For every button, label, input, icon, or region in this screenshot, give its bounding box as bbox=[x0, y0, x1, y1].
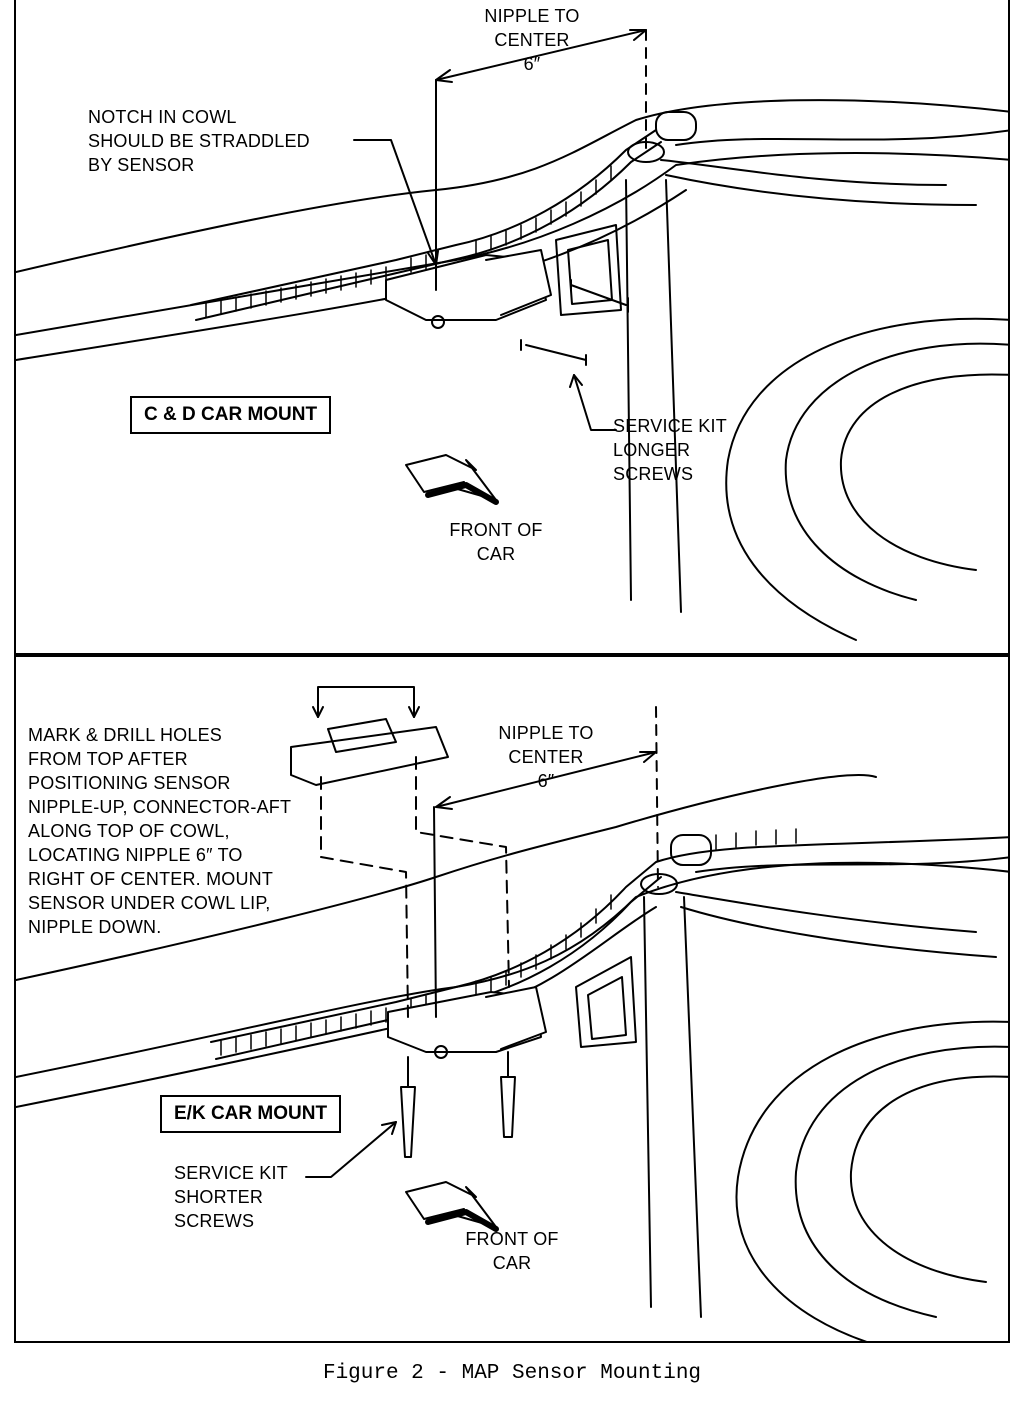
longer-screw-1 bbox=[520, 339, 587, 366]
pivot-column-right bbox=[683, 896, 702, 1318]
screws-leader-arrow bbox=[569, 374, 583, 388]
bottom-panel-ek-mount: MARK & DRILL HOLES FROM TOP AFTER POSITI… bbox=[14, 655, 1010, 1343]
service-kit-shorter-screws-label: SERVICE KIT SHORTER SCREWS bbox=[174, 1163, 288, 1231]
cowl-lower-edge bbox=[16, 152, 1008, 336]
ek-car-mount-box: E/K CAR MOUNT bbox=[160, 1095, 342, 1133]
air-cleaner-inner bbox=[839, 373, 1008, 571]
map-sensor-nipple bbox=[431, 315, 445, 329]
drill-bracket-arrows bbox=[312, 706, 420, 718]
map-sensor-connector bbox=[485, 249, 552, 316]
air-cleaner-outer bbox=[735, 1020, 1008, 1341]
wiper-arm-2 bbox=[675, 129, 1008, 146]
nipple-to-center-label-bottom: NIPPLE TO CENTER 6″ bbox=[498, 723, 594, 791]
cowl-rib-band bbox=[210, 836, 1008, 1043]
fender-vent bbox=[575, 956, 637, 1048]
cowl-lip bbox=[16, 189, 687, 361]
top-panel-cd-mount: NIPPLE TO CENTER 6″ NOTCH IN COWL SHOULD… bbox=[14, 0, 1010, 655]
front-of-car-label-top: FRONT OF CAR bbox=[449, 520, 543, 564]
cowl-ribs bbox=[220, 828, 797, 1056]
map-sensor-nipple bbox=[434, 1045, 448, 1059]
cd-mount-illustration bbox=[16, 29, 1008, 641]
dimension-line bbox=[435, 29, 647, 81]
pivot-cap bbox=[655, 111, 697, 141]
dimension-arrow-right bbox=[639, 751, 657, 763]
figure-caption: Figure 2 - MAP Sensor Mounting bbox=[322, 1362, 702, 1385]
fender-vent bbox=[555, 224, 622, 316]
service-kit-longer-screws-label: SERVICE KIT LONGER SCREWS bbox=[613, 416, 727, 484]
cowl-rib-band-2 bbox=[195, 141, 662, 321]
shorter-screw-2 bbox=[500, 1051, 516, 1138]
air-cleaner-outer bbox=[725, 317, 1008, 641]
pivot-cap bbox=[670, 834, 712, 866]
drill-line-left bbox=[320, 776, 409, 1018]
notch-leader-arrow bbox=[427, 250, 439, 266]
screws-leader-line bbox=[573, 374, 617, 431]
cd-car-mount-box: C & D CAR MOUNT bbox=[130, 396, 332, 434]
dimension-arrow-left bbox=[435, 69, 453, 83]
front-of-car-label-bottom: FRONT OF CAR bbox=[465, 1229, 559, 1273]
pivot-column-right bbox=[665, 179, 682, 613]
nipple-to-center-label-top: NIPPLE TO CENTER 6″ bbox=[484, 6, 580, 74]
pivot-nut bbox=[640, 873, 678, 895]
screws-leader-line bbox=[305, 1121, 397, 1178]
drill-line-right bbox=[415, 756, 510, 988]
cowl-lower-edge bbox=[16, 861, 1008, 1078]
screws-leader-arrow bbox=[381, 1121, 397, 1135]
map-sensor-connector bbox=[485, 986, 547, 1050]
dimension-line bbox=[435, 751, 657, 808]
notch-label: NOTCH IN COWL SHOULD BE STRADDLED BY SEN… bbox=[88, 107, 310, 175]
air-cleaner-mid bbox=[784, 342, 1008, 601]
cowl-ribs bbox=[205, 165, 612, 318]
wiper-arm bbox=[675, 891, 997, 958]
shorter-screw-1 bbox=[400, 1056, 416, 1158]
cowl-upper-edge bbox=[16, 99, 1008, 273]
fender-vent-inner bbox=[587, 976, 627, 1040]
dimension-arrow-left bbox=[435, 796, 453, 810]
wiper-arm-2 bbox=[695, 856, 1008, 873]
air-cleaner-mid bbox=[794, 1045, 1008, 1318]
ek-mount-illustration bbox=[16, 686, 1008, 1341]
cowl-upper-edge bbox=[16, 774, 877, 981]
drill-instructions: MARK & DRILL HOLES FROM TOP AFTER POSITI… bbox=[28, 725, 292, 937]
wiper-arm bbox=[660, 159, 977, 206]
pivot-column-left bbox=[625, 179, 632, 601]
sensor-template-body bbox=[290, 726, 449, 786]
dimension-arrow-right bbox=[629, 29, 647, 41]
drill-bracket bbox=[317, 686, 415, 718]
dimension-tick-right bbox=[655, 706, 659, 888]
notch-leader-line bbox=[353, 139, 437, 266]
pivot-column-left bbox=[643, 896, 652, 1308]
cowl-rib-band bbox=[190, 129, 657, 306]
sensor-template-connector bbox=[327, 718, 397, 753]
air-cleaner-inner bbox=[849, 1075, 1008, 1283]
longer-screw-2 bbox=[570, 279, 629, 313]
drill-line-nipple bbox=[433, 806, 437, 1018]
